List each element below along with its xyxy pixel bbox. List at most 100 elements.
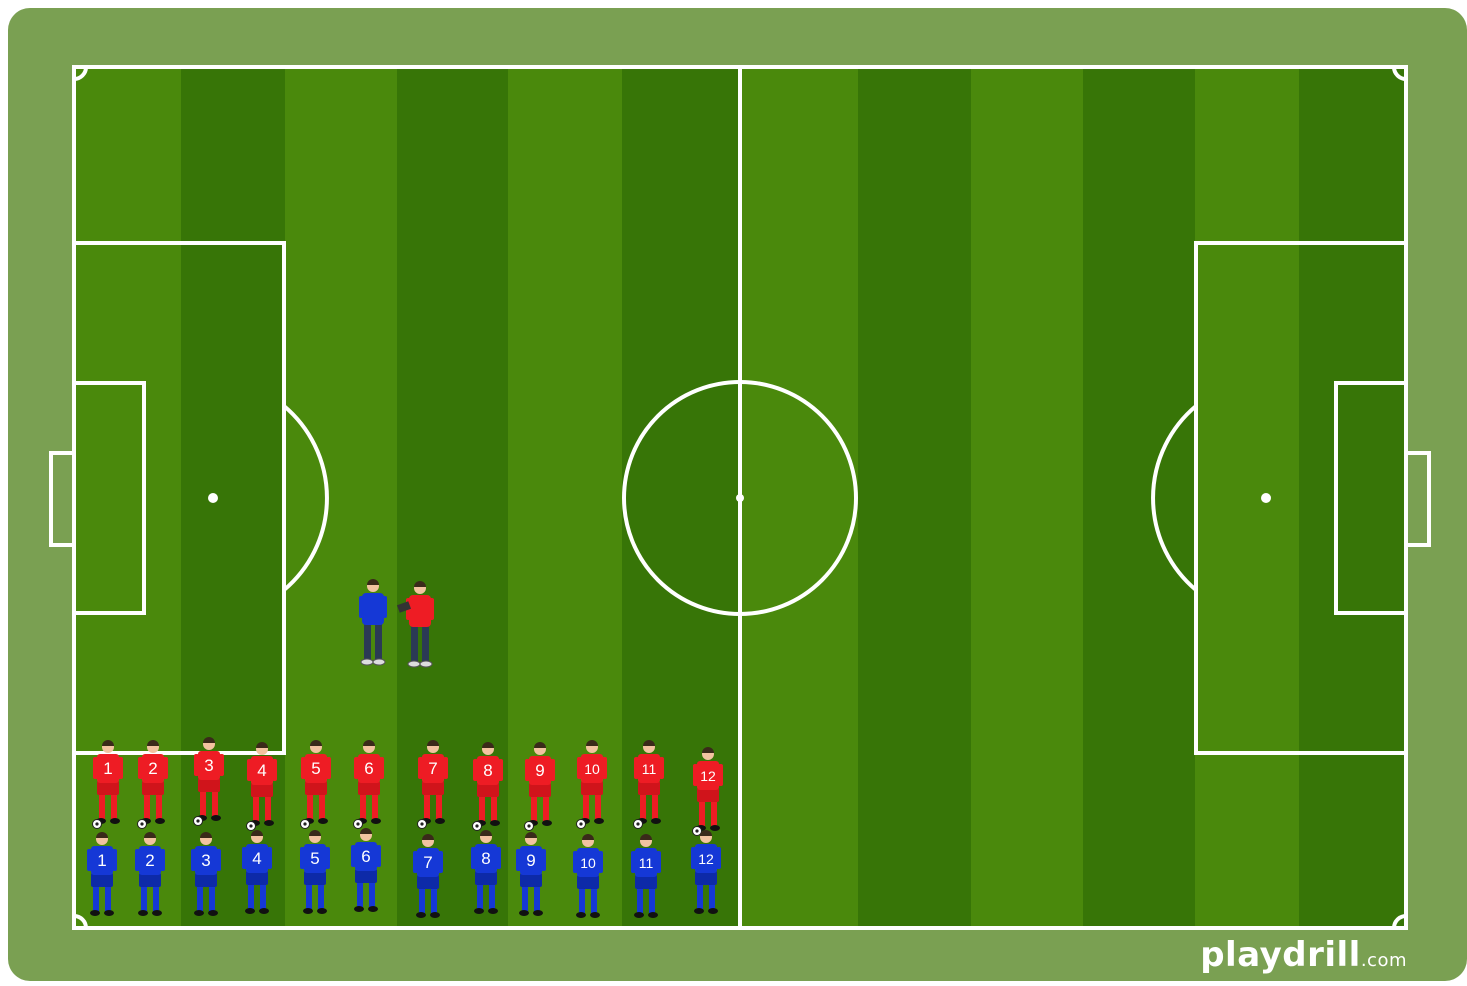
player-leg bbox=[699, 800, 705, 826]
left-penalty-spot bbox=[208, 493, 218, 503]
player-shorts bbox=[246, 871, 268, 885]
player-boot bbox=[303, 908, 313, 914]
player-leg bbox=[649, 887, 655, 913]
player-number: 2 bbox=[145, 851, 154, 870]
player-leg bbox=[424, 793, 430, 819]
grass-stripe bbox=[74, 67, 181, 928]
coach-arm bbox=[429, 598, 434, 620]
player-leg bbox=[595, 793, 601, 819]
coach-shoe bbox=[361, 659, 373, 665]
player-leg bbox=[253, 795, 259, 821]
grass-stripe bbox=[740, 67, 858, 928]
player-number: 4 bbox=[257, 761, 266, 780]
player-leg bbox=[209, 885, 215, 911]
player-leg bbox=[111, 793, 117, 819]
player-boot bbox=[435, 818, 445, 824]
ball-patch bbox=[636, 822, 639, 825]
player-leg bbox=[637, 887, 643, 913]
player-leg bbox=[711, 800, 717, 826]
player-number: 6 bbox=[361, 847, 370, 866]
player-number: 11 bbox=[642, 761, 657, 777]
coach-leg bbox=[422, 625, 429, 663]
logo-brand: playdrill bbox=[1200, 935, 1361, 975]
player-shorts bbox=[417, 875, 439, 889]
player-boot bbox=[590, 912, 600, 918]
player-leg bbox=[156, 793, 162, 819]
player-number: 3 bbox=[204, 756, 213, 775]
logo-suffix: .com bbox=[1361, 950, 1407, 971]
player-leg bbox=[265, 795, 271, 821]
coach-jacket bbox=[409, 595, 431, 627]
player-leg bbox=[652, 793, 658, 819]
player-leg bbox=[93, 885, 99, 911]
player-boot bbox=[354, 906, 364, 912]
player-leg bbox=[260, 883, 266, 909]
player-boot bbox=[90, 910, 100, 916]
player-leg bbox=[248, 883, 254, 909]
player-number: 5 bbox=[310, 849, 319, 868]
player-boot bbox=[576, 912, 586, 918]
ball-patch bbox=[196, 819, 199, 822]
player-boot bbox=[138, 910, 148, 916]
coach-arm bbox=[382, 596, 387, 618]
player-shorts bbox=[695, 871, 717, 885]
player-boot bbox=[368, 906, 378, 912]
player-shorts bbox=[251, 783, 273, 797]
player-boot bbox=[264, 820, 274, 826]
playdrill-logo: playdrill.com bbox=[1200, 935, 1407, 975]
player-boot bbox=[594, 818, 604, 824]
coach-jacket bbox=[362, 593, 384, 625]
coach-shoe bbox=[420, 661, 432, 667]
player-shorts bbox=[91, 873, 113, 887]
player-number: 3 bbox=[201, 851, 210, 870]
player-leg bbox=[318, 883, 324, 909]
player-leg bbox=[357, 881, 363, 907]
player-number: 5 bbox=[311, 759, 320, 778]
player-leg bbox=[479, 795, 485, 821]
center-spot bbox=[736, 494, 744, 502]
ball-patch bbox=[303, 822, 306, 825]
player-shorts bbox=[475, 871, 497, 885]
player-leg bbox=[306, 883, 312, 909]
player-shorts bbox=[358, 781, 380, 795]
player-number: 10 bbox=[580, 855, 596, 871]
coach-shoe bbox=[373, 659, 385, 665]
player-shorts bbox=[520, 873, 542, 887]
grass-stripe bbox=[285, 67, 397, 928]
player-boot bbox=[542, 820, 552, 826]
player-number: 10 bbox=[584, 761, 600, 777]
player-leg bbox=[372, 793, 378, 819]
player-leg bbox=[212, 790, 218, 816]
player-leg bbox=[531, 795, 537, 821]
ball-patch bbox=[140, 822, 143, 825]
player-shorts bbox=[422, 781, 444, 795]
ball-patch bbox=[356, 822, 359, 825]
player-boot bbox=[430, 912, 440, 918]
player-shorts bbox=[477, 783, 499, 797]
player-boot bbox=[416, 912, 426, 918]
player-boot bbox=[194, 910, 204, 916]
player-boot bbox=[371, 818, 381, 824]
player-boot bbox=[318, 818, 328, 824]
player-boot bbox=[694, 908, 704, 914]
player-boot bbox=[317, 908, 327, 914]
player-number: 12 bbox=[700, 768, 716, 784]
ball-patch bbox=[695, 829, 698, 832]
player-number: 4 bbox=[252, 849, 261, 868]
player-boot bbox=[208, 910, 218, 916]
player-boot bbox=[488, 908, 498, 914]
player-number: 7 bbox=[428, 759, 437, 778]
player-leg bbox=[153, 885, 159, 911]
player-shorts bbox=[577, 875, 599, 889]
coach-shoe bbox=[408, 661, 420, 667]
coach-arm bbox=[359, 596, 364, 618]
player-leg bbox=[369, 881, 375, 907]
player-number: 2 bbox=[148, 759, 157, 778]
grass-stripe bbox=[971, 67, 1083, 928]
coach-leg bbox=[364, 623, 371, 661]
player-leg bbox=[141, 885, 147, 911]
player-shorts bbox=[305, 781, 327, 795]
player-boot bbox=[245, 908, 255, 914]
player-leg bbox=[489, 883, 495, 909]
player-shorts bbox=[581, 781, 603, 795]
